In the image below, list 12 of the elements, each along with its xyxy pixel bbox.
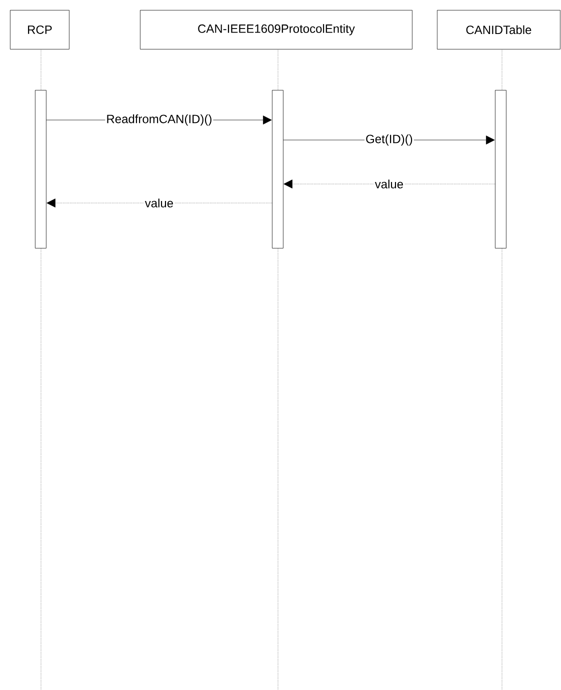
message-label: value (144, 198, 173, 208)
activation-bar (495, 90, 506, 248)
message-label: value (374, 180, 403, 188)
message-arrow (46, 198, 272, 208)
activation-bar (272, 90, 284, 248)
message-label: Get(ID)() (366, 134, 412, 146)
object-box: CANIDTable (437, 10, 560, 50)
message-label: ReadfromCAN(ID)() (107, 114, 212, 126)
message-arrow (284, 180, 496, 188)
activation-bar (35, 90, 46, 248)
object-box: RCP (10, 10, 70, 50)
object-box: CAN-IEEE1609ProtocolEntity (140, 10, 412, 50)
